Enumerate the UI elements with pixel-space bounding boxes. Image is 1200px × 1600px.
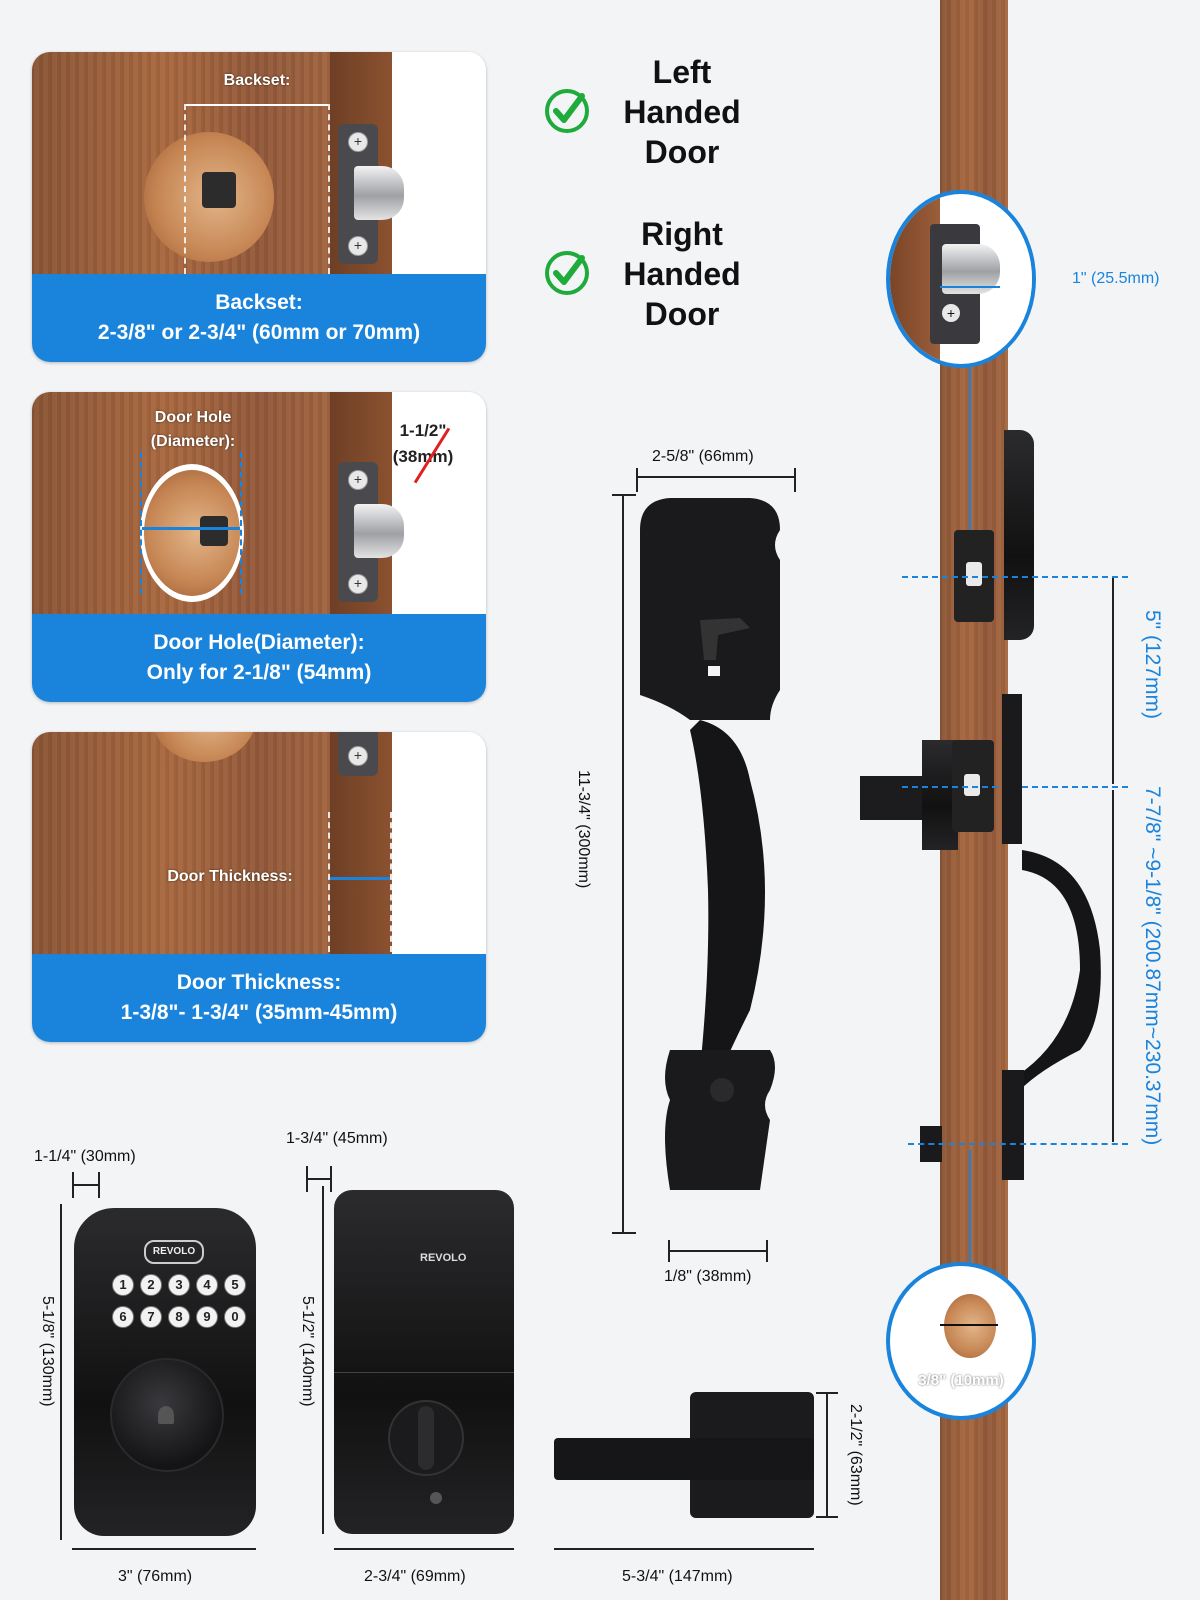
interior-height: 5-1/2" (140mm) xyxy=(299,1296,316,1407)
screw-hole-zoom-circle: 3/8" (10mm) xyxy=(886,1262,1036,1420)
spacing-upper-label: 5" (127mm) xyxy=(1141,610,1164,719)
thickness-arrow xyxy=(330,877,390,880)
keypad-depth: 1-1/4" (30mm) xyxy=(34,1148,136,1165)
screw-icon: + xyxy=(942,304,960,322)
brand-logo: REVOLO xyxy=(144,1240,204,1264)
screw-icon: + xyxy=(348,746,368,766)
handle-width-bottom: 1/8" (38mm) xyxy=(664,1268,752,1285)
zoom-pointer-top xyxy=(969,364,971,530)
lever-arm xyxy=(554,1438,814,1480)
key-cylinder xyxy=(110,1358,224,1472)
hole-diameter-arrow xyxy=(142,527,240,530)
door-hole-title: Door Hole(Diameter): xyxy=(153,631,365,654)
backset-arrow xyxy=(186,104,328,106)
spacing-lower-label: 7-7/8" ~9-1/8" (200.87mm~230.37mm) xyxy=(1141,786,1164,1146)
backset-card: + + Backset: Backset: 2-3/8" or 2-3/4" (… xyxy=(32,52,486,362)
screw-hole-label: 3/8" (10mm) xyxy=(918,1372,1004,1389)
door-hole-inner-label: Door Hole (Diameter): xyxy=(150,409,236,450)
latch-bolt xyxy=(354,166,404,220)
left-handed-block: Left Handed Door xyxy=(540,52,780,182)
latch-body xyxy=(202,172,236,208)
handle-height: 11-3/4" (300mm) xyxy=(575,770,592,889)
interior-width: 2-3/4" (69mm) xyxy=(364,1568,466,1585)
key-7[interactable]: 7 xyxy=(140,1306,162,1328)
lever-height: 2-1/2" (63mm) xyxy=(847,1404,864,1506)
latch-bolt xyxy=(354,504,404,558)
backset-value: 2-3/8" or 2-3/4" (60mm or 70mm) xyxy=(97,321,421,344)
thickness-card: + Door Thickness: Door Thickness: 1-3/8"… xyxy=(32,732,486,1042)
thickness-banner: Door Thickness: 1-3/8"- 1-3/4" (35mm-45m… xyxy=(32,954,486,1042)
latch-zoom-circle: + xyxy=(886,190,1036,368)
handle-silhouette xyxy=(640,498,780,1190)
keypad-side xyxy=(1004,430,1034,640)
interior-body: REVOLO xyxy=(334,1190,514,1534)
screw-icon: + xyxy=(348,132,368,152)
door-hole-banner: Door Hole(Diameter): Only for 2-1/8" (54… xyxy=(32,614,486,702)
backset-inner-label: Backset: xyxy=(223,72,291,89)
lever-width: 5-3/4" (147mm) xyxy=(622,1568,733,1585)
interior-brand: REVOLO xyxy=(420,1252,467,1264)
side-handle xyxy=(1002,694,1101,1180)
key-0[interactable]: 0 xyxy=(224,1306,246,1328)
door-face xyxy=(32,732,360,954)
key-8[interactable]: 8 xyxy=(168,1306,190,1328)
keypad-width: 3" (76mm) xyxy=(118,1568,193,1585)
thickness-title: Door Thickness: xyxy=(176,971,342,994)
door-hole-value: Only for 2-1/8" (54mm) xyxy=(146,661,372,684)
right-handed-block: Right Handed Door xyxy=(540,214,780,344)
screw-icon: + xyxy=(348,574,368,594)
thumb-turn[interactable] xyxy=(388,1400,464,1476)
key-3[interactable]: 3 xyxy=(168,1274,190,1296)
screw-icon: + xyxy=(348,470,368,490)
check-circle-icon xyxy=(545,251,589,295)
thickness-inner-label: Door Thickness: xyxy=(167,868,293,885)
key-6[interactable]: 6 xyxy=(112,1306,134,1328)
screw-icon: + xyxy=(348,236,368,256)
latch-edge-label: 1" (25.5mm) xyxy=(1072,270,1160,287)
rejected-size: 1-1/2" (38mm) xyxy=(378,418,468,484)
check-circle-icon xyxy=(545,89,589,133)
keyhole-icon xyxy=(158,1406,174,1424)
interior-depth: 1-3/4" (45mm) xyxy=(286,1130,388,1147)
backset-banner: Backset: 2-3/8" or 2-3/4" (60mm or 70mm) xyxy=(32,274,486,362)
zoom-pointer-bottom xyxy=(969,1150,971,1262)
backset-title: Backset: xyxy=(215,291,303,314)
left-handed-text: Left Handed Door xyxy=(623,54,741,170)
keypad-body: REVOLO 1 2 3 4 5 6 7 8 9 0 xyxy=(74,1208,256,1536)
key-1[interactable]: 1 xyxy=(112,1274,134,1296)
latch-faceplate: + xyxy=(338,732,378,776)
handle-width-top: 2-5/8" (66mm) xyxy=(652,448,754,465)
door-hole-card: + + Door Hole (Diameter): 1-1/2" (38mm) … xyxy=(32,392,486,702)
key-9[interactable]: 9 xyxy=(196,1306,218,1328)
latch-body xyxy=(200,516,228,546)
key-4[interactable]: 4 xyxy=(196,1274,218,1296)
key-2[interactable]: 2 xyxy=(140,1274,162,1296)
key-5[interactable]: 5 xyxy=(224,1274,246,1296)
thickness-value: 1-3/8"- 1-3/4" (35mm-45mm) xyxy=(120,1001,398,1024)
keypad-height: 5-1/8" (130mm) xyxy=(39,1296,56,1407)
right-handed-text: Right Handed Door xyxy=(623,216,741,332)
